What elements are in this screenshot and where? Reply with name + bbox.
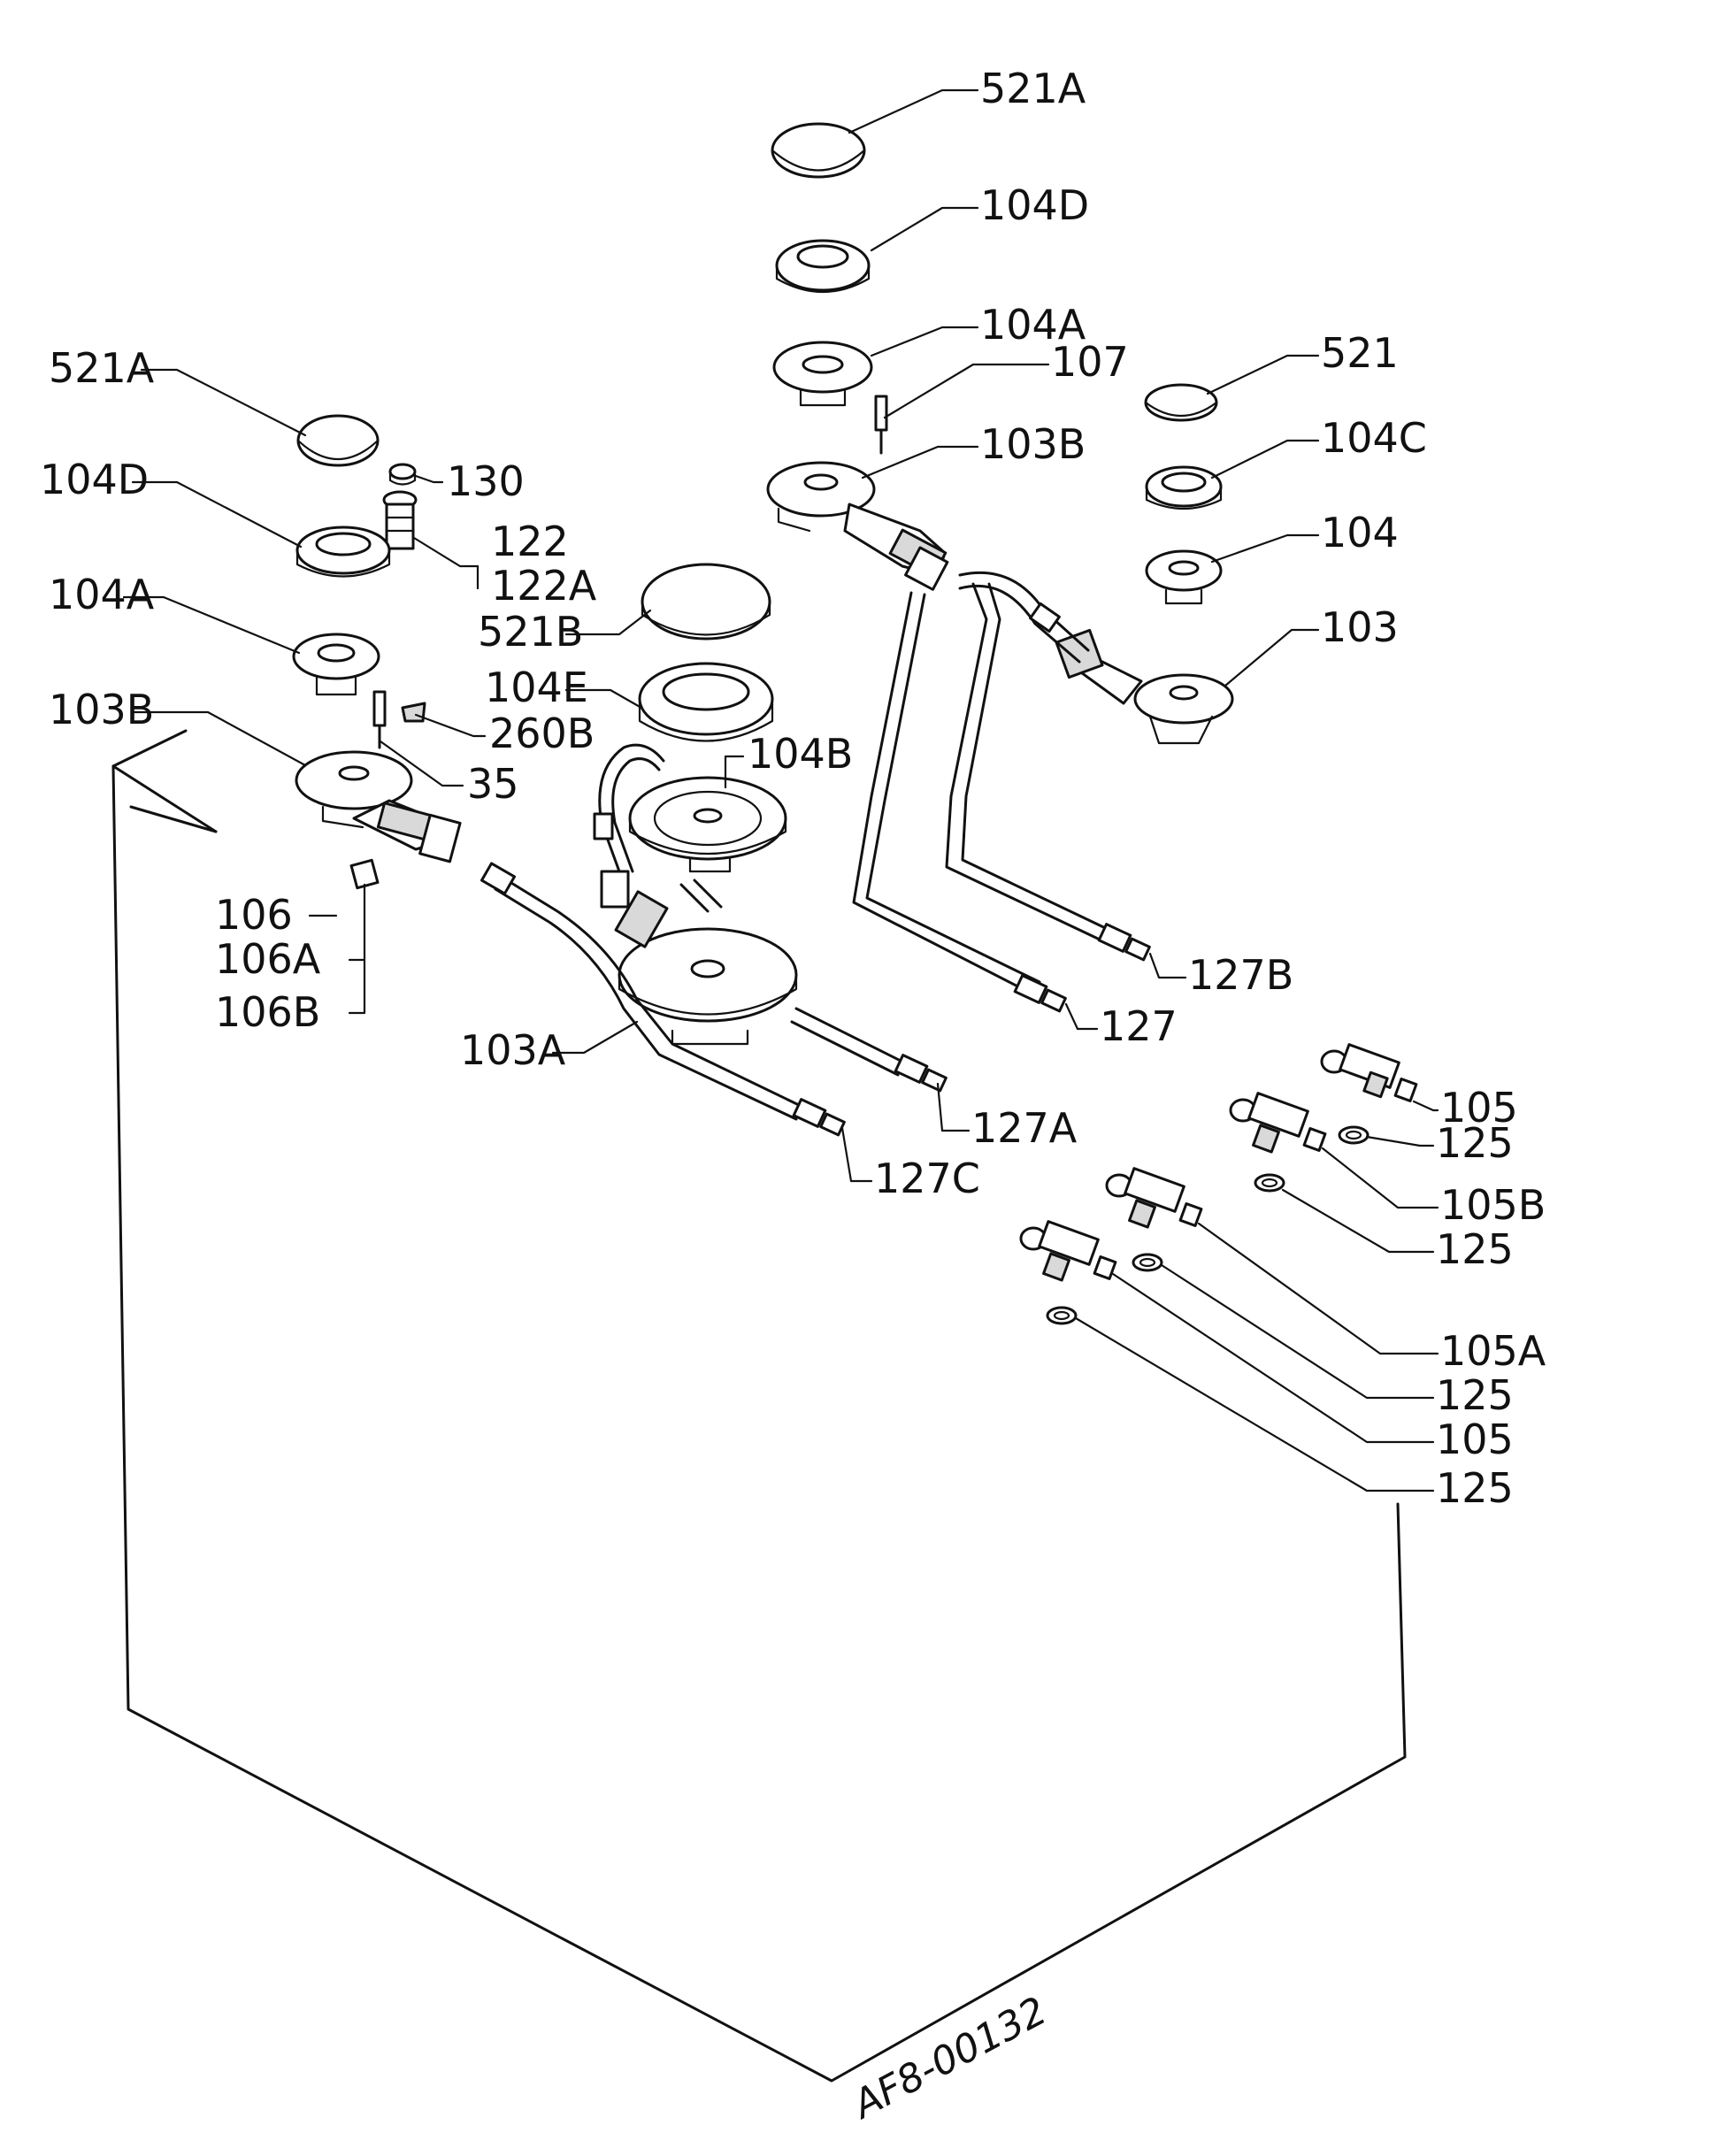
- burner-body-103: [1055, 628, 1234, 745]
- label-106a: 106A: [215, 935, 321, 983]
- burner-body-103a: [600, 870, 798, 1046]
- label-122: 122: [491, 518, 569, 565]
- label-104d-left: 104D: [40, 456, 149, 503]
- label-122a: 122A: [491, 562, 597, 610]
- hob-outline: [111, 729, 1407, 2083]
- label-125-d: 125: [1436, 1464, 1514, 1512]
- label-106: 106: [215, 891, 293, 939]
- label-521a-left: 521A: [49, 344, 155, 392]
- flame-spreader-104d-top: [775, 239, 871, 293]
- label-104e: 104E: [485, 664, 588, 711]
- gas-pipe-right: [958, 571, 1090, 664]
- leader-lines: [122, 88, 1439, 1492]
- washer-125-c: [1132, 1253, 1163, 1272]
- label-105-bottom: 105: [1436, 1416, 1514, 1463]
- label-125-a: 125: [1436, 1119, 1514, 1167]
- label-125-b: 125: [1436, 1225, 1514, 1273]
- electrode-35: [372, 690, 387, 749]
- gas-pipe-127c: [480, 862, 846, 1137]
- electrode-107: [874, 395, 888, 455]
- burner-cap-521a-top: [771, 122, 866, 179]
- washer-125-b: [1254, 1173, 1285, 1193]
- label-125-c: 125: [1436, 1371, 1514, 1419]
- burner-cap-521b: [641, 563, 771, 641]
- injector-105a: [1105, 1167, 1203, 1229]
- gas-pipe-127b: [945, 582, 1151, 962]
- label-521: 521: [1321, 329, 1399, 377]
- label-127c: 127C: [874, 1155, 980, 1202]
- label-127: 127: [1100, 1002, 1178, 1050]
- drawing-code: AF8-00132: [844, 1988, 1055, 2129]
- label-105-top: 105: [1440, 1084, 1518, 1132]
- clip-260b: [401, 702, 426, 723]
- label-521a-top: 521A: [980, 65, 1086, 112]
- washer-125-a: [1338, 1125, 1370, 1145]
- flame-spreader-104d-left: [295, 526, 391, 578]
- part-130: [388, 463, 417, 486]
- label-521b: 521B: [478, 608, 583, 656]
- label-104d-top: 104D: [980, 181, 1089, 229]
- jet-106: [349, 858, 380, 890]
- label-104c: 104C: [1321, 414, 1427, 462]
- burner-cap-521: [1144, 383, 1218, 422]
- burner-body-103b-left: [295, 750, 462, 863]
- injector-105-top: [1320, 1043, 1418, 1102]
- label-107: 107: [1051, 338, 1129, 386]
- label-103: 103: [1321, 603, 1399, 651]
- label-104: 104: [1321, 509, 1399, 556]
- flame-spreader-104: [1145, 549, 1223, 605]
- label-105a: 105A: [1440, 1327, 1546, 1375]
- injector-105-bottom: [1019, 1220, 1117, 1282]
- burner-cap-521a-left: [296, 414, 380, 467]
- valve-part-122: [382, 490, 418, 550]
- label-103a: 103A: [460, 1026, 566, 1074]
- label-104b: 104B: [748, 730, 853, 778]
- flame-spreader-104c: [1145, 465, 1223, 510]
- gas-pipe-127: [852, 591, 1067, 1013]
- label-104a-top: 104A: [980, 301, 1086, 349]
- flame-spreader-104a-left: [292, 633, 380, 696]
- washer-125-d: [1046, 1306, 1078, 1325]
- burner-body-103b-right: [766, 461, 949, 591]
- flame-spreader-104a-top: [772, 341, 873, 407]
- label-103b-left: 103B: [49, 686, 154, 733]
- gas-pipe-center-upper: [593, 743, 723, 913]
- label-130: 130: [447, 457, 525, 505]
- label-127b: 127B: [1188, 951, 1293, 999]
- gas-pipe-127a: [790, 1007, 948, 1093]
- part-labels: 521A 104D 104A 107 103B 521 104C 104 103…: [40, 65, 1546, 2129]
- label-35: 35: [467, 760, 519, 808]
- flame-spreader-104e: [638, 662, 774, 742]
- label-127a: 127A: [971, 1104, 1078, 1152]
- flame-spreader-104b: [628, 776, 787, 873]
- label-106b: 106B: [215, 988, 320, 1036]
- label-260b: 260B: [489, 710, 595, 757]
- label-103b-right: 103B: [980, 420, 1086, 468]
- label-105b: 105B: [1440, 1181, 1546, 1229]
- injector-105b: [1229, 1092, 1327, 1154]
- label-104a-left: 104A: [49, 571, 155, 618]
